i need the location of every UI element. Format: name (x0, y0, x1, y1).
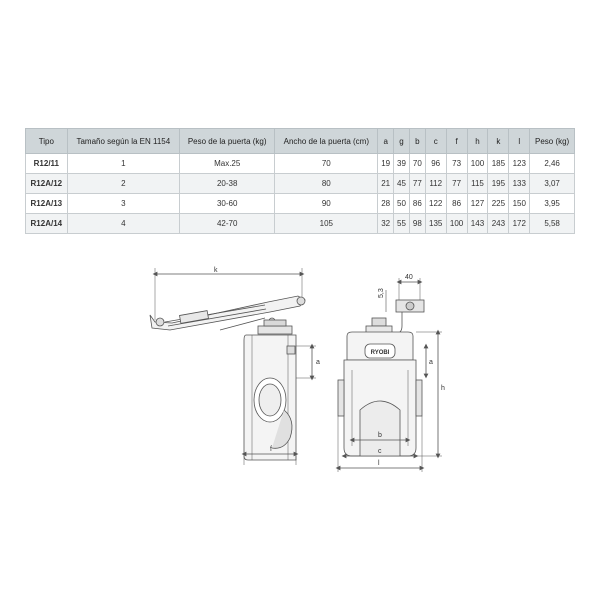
table-cell: 5,58 (529, 213, 575, 234)
table-cell: 127 (466, 193, 489, 214)
door-closer-technical-drawing: k a f (149, 267, 445, 472)
column-header: h (466, 128, 489, 154)
table-cell: 185 (487, 153, 510, 174)
table-cell: 135 (424, 213, 447, 234)
column-header: f (445, 128, 468, 154)
table-cell: 225 (487, 193, 510, 214)
table-cell: 77 (408, 173, 426, 194)
table-cell: 77 (445, 173, 468, 194)
table-cell: 80 (274, 173, 379, 194)
table-cell: 86 (408, 193, 426, 214)
dim-label-a: a (316, 359, 320, 366)
table-cell: 28 (377, 193, 395, 214)
column-header: a (377, 128, 395, 154)
column-header: c (424, 128, 447, 154)
table-cell: 3,07 (529, 173, 575, 194)
table-cell: 122 (424, 193, 447, 214)
table-cell: 2,46 (529, 153, 575, 174)
cell-tipo: R12/11 (25, 153, 68, 174)
table-cell: 30-60 (179, 193, 276, 214)
table-cell: 70 (408, 153, 426, 174)
table-cell: 150 (508, 193, 531, 214)
table-cell: 21 (377, 173, 395, 194)
table-cell: Max.25 (179, 153, 276, 174)
table-cell: 3 (66, 193, 181, 214)
table-cell: 42-70 (179, 213, 276, 234)
table-cell: 32 (377, 213, 395, 234)
dim-label-a-front: a (429, 359, 433, 366)
column-header: Ancho de la puerta (cm) (274, 128, 379, 154)
table-cell: 2 (66, 173, 181, 194)
table-cell: 96 (424, 153, 447, 174)
dim-label-5-3: 5,3 (378, 288, 385, 298)
table-cell: 20-38 (179, 173, 276, 194)
column-header: b (408, 128, 426, 154)
table-cell: 73 (445, 153, 468, 174)
dim-label-c: c (378, 448, 382, 455)
column-header: Peso de la puerta (kg) (179, 128, 276, 154)
dim-label-h: h (441, 385, 445, 392)
dim-label-40: 40 (405, 274, 413, 281)
table-cell: 100 (466, 153, 489, 174)
column-header: Peso (kg) (529, 128, 575, 154)
dim-label-b: b (378, 432, 382, 439)
dim-label-f: f (270, 446, 272, 453)
table-cell: 3,95 (529, 193, 575, 214)
cell-tipo: R12A/14 (25, 213, 68, 234)
table-cell: 45 (393, 173, 410, 194)
table-cell: 172 (508, 213, 531, 234)
table-cell: 98 (408, 213, 426, 234)
table-cell: 123 (508, 153, 531, 174)
table-cell: 143 (466, 213, 489, 234)
table-cell: 100 (445, 213, 468, 234)
table-cell: 112 (424, 173, 447, 194)
table-cell: 70 (274, 153, 379, 174)
side-view (149, 268, 316, 465)
table-cell: 105 (274, 213, 379, 234)
column-header: Tamaño según la EN 1154 (66, 128, 181, 154)
table-cell: 243 (487, 213, 510, 234)
column-header: Tipo (25, 128, 68, 154)
table-cell: 4 (66, 213, 181, 234)
table-cell: 39 (393, 153, 410, 174)
column-header: g (393, 128, 410, 154)
brand-logo: RYOBI (371, 350, 390, 356)
dim-label-l: l (378, 460, 380, 467)
table-cell: 86 (445, 193, 468, 214)
table-cell: 50 (393, 193, 410, 214)
table-cell: 1 (66, 153, 181, 174)
cell-tipo: R12A/12 (25, 173, 68, 194)
table-cell: 195 (487, 173, 510, 194)
column-header: k (487, 128, 510, 154)
dim-label-k: k (214, 267, 218, 274)
front-view (335, 278, 442, 472)
table-cell: 115 (466, 173, 489, 194)
column-header: l (508, 128, 531, 154)
cell-tipo: R12A/13 (25, 193, 68, 214)
table-cell: 55 (393, 213, 410, 234)
table-cell: 90 (274, 193, 379, 214)
table-cell: 19 (377, 153, 395, 174)
table-cell: 133 (508, 173, 531, 194)
